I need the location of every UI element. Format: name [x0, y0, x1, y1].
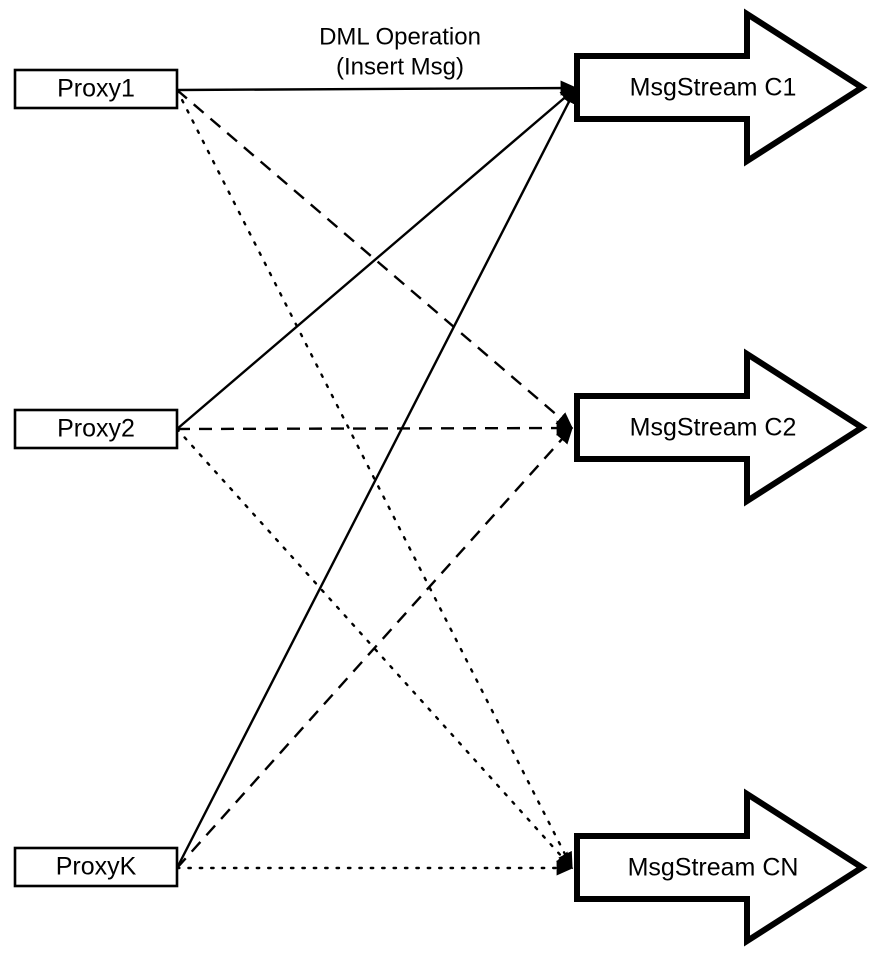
- proxy-box-rect: [13, 846, 179, 888]
- proxy-node-proxy2[interactable]: Proxy2: [13, 408, 179, 450]
- connection-p2-c2: [176, 420, 574, 436]
- annotation-line-2: (Insert Msg): [336, 53, 464, 80]
- annotation-dml-operation-label: DML Operation (Insert Msg): [319, 23, 481, 80]
- proxy-label: Proxy2: [57, 415, 135, 443]
- proxy-box-rect: [13, 68, 179, 110]
- proxy-node-proxyk[interactable]: ProxyK: [13, 846, 179, 888]
- proxy-box-rect: [13, 408, 179, 450]
- msgstream-node-stream_c1[interactable]: MsgStream C1: [574, 8, 868, 167]
- connection-p2-c1: [176, 87, 578, 430]
- connection-pk-c2: [176, 426, 573, 869]
- block-arrow-icon: [574, 8, 868, 167]
- proxy-node-proxy1[interactable]: Proxy1: [13, 68, 179, 110]
- msgstream-node-stream_c2[interactable]: MsgStream C2: [574, 348, 868, 507]
- msgstream-node-stream_cn[interactable]: MsgStream CN: [574, 788, 868, 947]
- block-arrow-icon: [574, 348, 868, 507]
- msgstream-label: MsgStream CN: [628, 854, 799, 882]
- msgstream-nodes-layer: MsgStream C1 MsgStream C2 MsgStream CN: [574, 8, 868, 947]
- connection-pk-c1: [175, 86, 578, 869]
- block-arrow-icon: [574, 788, 868, 947]
- msgstream-label: MsgStream C2: [630, 414, 797, 442]
- connection-p1-cn: [175, 88, 574, 870]
- proxy-label: ProxyK: [56, 853, 137, 881]
- connections-layer: [175, 80, 578, 876]
- msgstream-label: MsgStream C1: [630, 74, 797, 102]
- proxy-label: Proxy1: [57, 75, 135, 103]
- annotations-layer: DML Operation (Insert Msg): [319, 23, 481, 80]
- connection-p1-c1: [176, 80, 578, 96]
- annotation-line-1: DML Operation: [319, 23, 481, 50]
